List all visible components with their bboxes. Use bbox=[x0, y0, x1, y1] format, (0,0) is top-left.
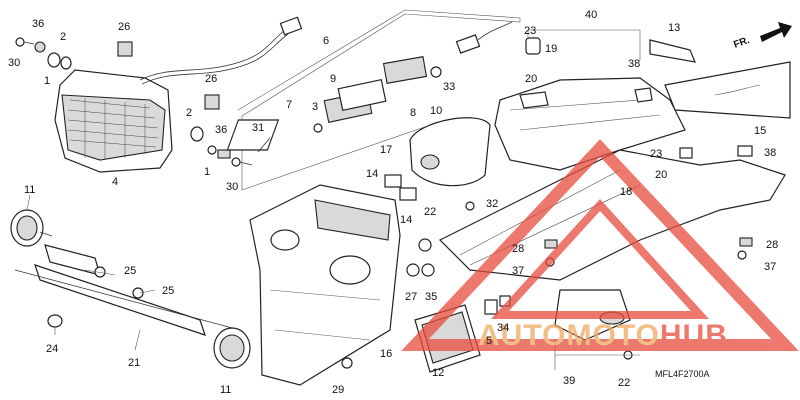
part-label: 7 bbox=[286, 99, 292, 111]
part-label: 20 bbox=[655, 169, 667, 181]
part-label: 10 bbox=[430, 105, 442, 117]
front-direction-marker: FR. bbox=[732, 22, 792, 51]
part-label: 8 bbox=[410, 107, 416, 119]
part-label: 35 bbox=[425, 291, 437, 303]
part-label: 13 bbox=[668, 22, 680, 34]
part-label: 36 bbox=[32, 18, 44, 30]
part-label: 27 bbox=[405, 291, 417, 303]
part-label: 5 bbox=[486, 335, 492, 347]
part-label: 33 bbox=[443, 81, 455, 93]
part-label: 28 bbox=[512, 243, 524, 255]
hardware-top-left bbox=[15, 37, 253, 167]
direction-label: FR. bbox=[732, 35, 751, 51]
license-light-group bbox=[226, 9, 521, 191]
part-label: 9 bbox=[330, 73, 336, 85]
rear-cowl bbox=[409, 117, 491, 187]
part-label: 32 bbox=[486, 198, 498, 210]
part-label: 2 bbox=[186, 107, 192, 119]
part-label: 12 bbox=[432, 367, 444, 379]
part-label: 28 bbox=[766, 239, 778, 251]
part-label: 11 bbox=[220, 384, 231, 396]
part-label: 3 bbox=[312, 101, 318, 113]
rear-undertray bbox=[494, 29, 791, 171]
diagram-code: MFL4F2700A bbox=[655, 369, 710, 379]
part-label: 37 bbox=[764, 261, 776, 273]
part-label: 37 bbox=[512, 265, 524, 277]
part-label: 26 bbox=[205, 73, 217, 85]
part-label: 25 bbox=[124, 265, 136, 277]
part-label: 20 bbox=[525, 73, 537, 85]
part-label: 11 bbox=[24, 184, 35, 196]
reflector-bottom bbox=[213, 327, 251, 369]
part-label: 25 bbox=[162, 285, 174, 297]
part-label: 19 bbox=[545, 43, 557, 55]
part-label: 6 bbox=[323, 35, 329, 47]
reflector-top bbox=[10, 209, 53, 247]
part-label: 23 bbox=[650, 148, 662, 160]
part-labels: 30 36 2 26 1 4 26 2 36 1 30 6 9 7 3 31 8… bbox=[8, 9, 778, 396]
part-label: 23 bbox=[524, 25, 536, 37]
part-label: 14 bbox=[400, 214, 412, 226]
part-label: 31 bbox=[252, 122, 264, 134]
part-label: 4 bbox=[112, 176, 118, 188]
part-label: 40 bbox=[585, 9, 597, 21]
part-label: 34 bbox=[497, 322, 509, 334]
part-label: 14 bbox=[366, 168, 378, 180]
part-label: 16 bbox=[380, 348, 392, 360]
part-label: 1 bbox=[204, 166, 210, 178]
arrow-icon bbox=[760, 22, 792, 42]
part-label: 36 bbox=[215, 124, 227, 136]
part-label: 38 bbox=[764, 147, 776, 159]
part-label: 15 bbox=[754, 125, 766, 137]
reflector-bracket bbox=[14, 244, 241, 336]
part-label: 21 bbox=[128, 357, 140, 369]
leader-lines bbox=[26, 194, 640, 370]
part-label: 24 bbox=[46, 343, 58, 355]
part-label: 30 bbox=[226, 181, 238, 193]
license-plate-bracket bbox=[249, 174, 417, 386]
part-label: 1 bbox=[44, 75, 50, 87]
watermark: AUTOMOTOHUB bbox=[401, 139, 799, 352]
part-label: 26 bbox=[118, 21, 130, 33]
part-label: 17 bbox=[380, 144, 392, 156]
tail-light-assembly bbox=[54, 16, 303, 173]
part-label: 18 bbox=[620, 186, 632, 198]
part-label: 29 bbox=[332, 384, 344, 396]
part-label: 39 bbox=[563, 375, 575, 387]
part-label: 2 bbox=[60, 31, 66, 43]
watermark-text: AUTOMOTOHUB bbox=[478, 319, 728, 352]
part-label: 22 bbox=[424, 206, 436, 218]
part-label: 30 bbox=[8, 57, 20, 69]
part-label: 38 bbox=[628, 58, 640, 70]
part-label: 22 bbox=[618, 377, 630, 389]
center-fasteners bbox=[341, 201, 747, 369]
